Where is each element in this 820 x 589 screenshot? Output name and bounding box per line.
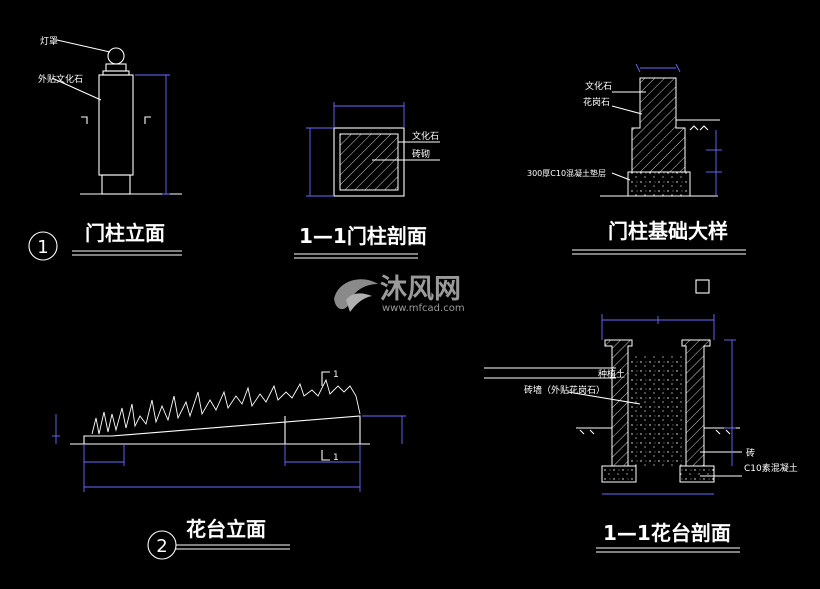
section-outer — [333, 127, 405, 197]
planting-soil-fill — [630, 356, 682, 466]
cultural-stone-label-3: 文化石 — [585, 80, 612, 92]
gate-section-title: 1—1门柱剖面 — [299, 224, 427, 248]
watermark-logo-icon — [334, 279, 378, 310]
drawing-number-2: 2 — [156, 536, 167, 557]
cultural-stone-label: 外贴文化石 — [38, 73, 83, 85]
pillar-body — [98, 74, 134, 176]
planter-wall-left — [604, 339, 633, 467]
concrete-cushion-label: 300厚C10混凝土垫层 — [527, 168, 606, 178]
section-brick-hatch — [339, 133, 399, 191]
c10-concrete-label: C10素混凝土 — [744, 462, 798, 474]
gate-foundation: 文化石 花岗石 300厚C10混凝土垫层 门柱基础大样 — [527, 63, 746, 255]
gate-section: 文化石 砖砌 1—1门柱剖面 — [294, 102, 440, 259]
small-square-marker — [695, 279, 710, 294]
watermark-brand: 沐风网 — [380, 274, 461, 305]
lamp-shade-label: 灯罩 — [40, 36, 58, 47]
drawing-number: 1 — [37, 237, 48, 258]
planter-section: 种植土 砖墙（外贴花岗石） 砖 C10素混凝土 1—1花台剖面 — [484, 314, 798, 553]
watermark: 沐风网 www.mfcad.com — [334, 274, 465, 314]
lamp-shade-shape — [107, 47, 125, 65]
gate-foundation-title: 门柱基础大样 — [608, 219, 728, 243]
brick-label: 砖砌 — [412, 148, 430, 160]
watermark-url: www.mfcad.com — [382, 303, 465, 314]
section-mark-top: 1 — [333, 370, 339, 380]
concrete-bed — [627, 171, 691, 197]
section-mark-bottom: 1 — [333, 453, 339, 463]
granite-label: 花岗石 — [583, 96, 610, 108]
planting-soil-label: 种植土 — [598, 368, 625, 380]
drawing-number-circle — [28, 231, 58, 261]
grass-outline — [91, 378, 361, 435]
cultural-stone-label-2: 文化石 — [412, 130, 439, 142]
planter-section-title: 1—1花台剖面 — [603, 521, 731, 545]
planter-wall-right — [681, 339, 711, 467]
planter-elevation: 1 1 2 花台立面 — [52, 370, 406, 560]
gate-elevation: 灯罩 外贴文化石 1 门柱立面 — [28, 36, 182, 261]
brick-wall-label: 砖墙（外贴花岗石） — [524, 384, 605, 396]
brick-label-2: 砖 — [746, 447, 755, 459]
gate-elevation-title: 门柱立面 — [85, 221, 165, 245]
planter-elevation-title: 花台立面 — [186, 517, 266, 541]
